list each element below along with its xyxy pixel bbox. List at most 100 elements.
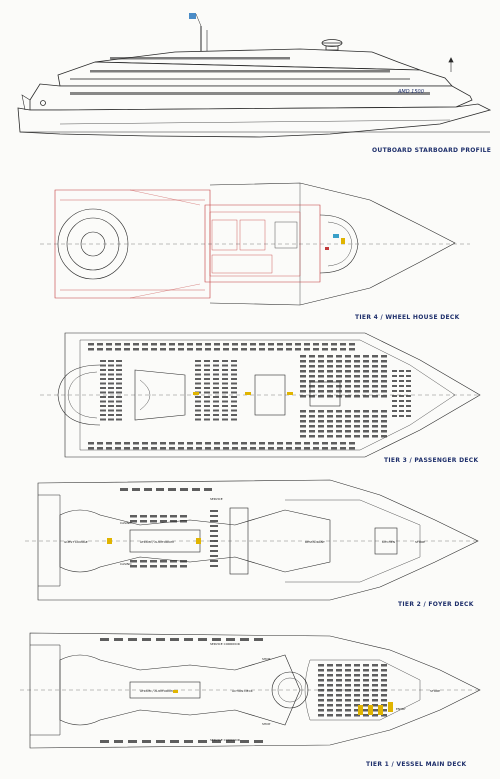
seat [213, 414, 219, 416]
seat [309, 370, 315, 373]
seat [345, 370, 351, 373]
seat [204, 378, 210, 380]
seat [187, 447, 193, 450]
seat [304, 343, 310, 346]
seat [213, 391, 219, 394]
seat [222, 414, 228, 416]
seat [336, 365, 342, 368]
seat [381, 684, 387, 687]
seat [250, 343, 256, 346]
seat [349, 343, 355, 346]
seat [304, 348, 310, 351]
seat [318, 435, 324, 438]
seat [327, 699, 333, 702]
seat [336, 395, 342, 398]
tier2-room-label: CASINO [120, 562, 132, 566]
seat [231, 391, 237, 394]
tier1-accent-notes [173, 690, 393, 715]
seat [205, 348, 211, 351]
seat [300, 425, 306, 428]
seat [318, 380, 324, 383]
seat [195, 373, 201, 376]
seat [142, 638, 151, 641]
seat [151, 343, 157, 346]
seat [327, 669, 333, 672]
seat [354, 385, 360, 388]
seat [156, 488, 164, 491]
seat [345, 410, 351, 413]
seat [354, 415, 360, 418]
seat [222, 360, 228, 362]
seat [100, 409, 106, 412]
seat [354, 664, 360, 667]
seat [204, 400, 210, 403]
seat [300, 365, 306, 368]
seat [196, 348, 202, 351]
seat [327, 674, 333, 677]
seat [327, 435, 333, 438]
seat [150, 520, 157, 523]
tier1-panel-label: TIER 1 / VESSEL MAIN DECK [366, 761, 466, 768]
seat [204, 414, 210, 416]
tier1-room-label: ACTION DECK [232, 689, 254, 693]
seat [345, 435, 351, 438]
seat [169, 343, 175, 346]
seat [142, 442, 148, 445]
seat [381, 679, 387, 682]
seat [259, 348, 265, 351]
seat [231, 400, 237, 403]
seat [195, 382, 201, 385]
seat [354, 430, 360, 433]
seat [354, 375, 360, 378]
seat [116, 382, 122, 385]
seat [327, 415, 333, 418]
seat [180, 488, 188, 491]
seat [318, 355, 324, 358]
seat [140, 565, 147, 568]
seat [150, 515, 157, 518]
seat [151, 348, 157, 351]
seat [232, 442, 238, 445]
seat [309, 395, 315, 398]
seat [327, 375, 333, 378]
seat [354, 395, 360, 398]
seat [372, 390, 378, 393]
seat [169, 348, 175, 351]
seat [100, 740, 109, 743]
profile-panel-label: OUTBOARD STARBOARD PROFILE [372, 147, 491, 154]
seat [336, 679, 342, 682]
seat [114, 638, 123, 641]
seat [336, 360, 342, 363]
seat [231, 369, 237, 371]
seat [372, 370, 378, 373]
seat [222, 400, 228, 403]
seat [406, 410, 411, 412]
seat [399, 370, 404, 372]
seat [318, 704, 324, 707]
seat [336, 425, 342, 428]
seat [160, 560, 167, 563]
seat [399, 415, 404, 417]
seat [336, 669, 342, 672]
seat [327, 664, 333, 667]
seat [210, 535, 218, 537]
seat [313, 442, 319, 445]
seat [381, 410, 387, 413]
seat [354, 674, 360, 677]
seat [309, 415, 315, 418]
seat [381, 355, 387, 358]
seat [187, 348, 193, 351]
seat [381, 694, 387, 697]
seat [108, 391, 114, 394]
seat [213, 378, 219, 380]
seat [180, 520, 187, 523]
seat [231, 405, 237, 407]
seat [170, 515, 177, 518]
seat [106, 442, 112, 445]
seat [168, 488, 176, 491]
seat [336, 689, 342, 692]
seat [108, 409, 114, 412]
seat [108, 405, 114, 407]
seat [354, 699, 360, 702]
seat [195, 387, 201, 389]
